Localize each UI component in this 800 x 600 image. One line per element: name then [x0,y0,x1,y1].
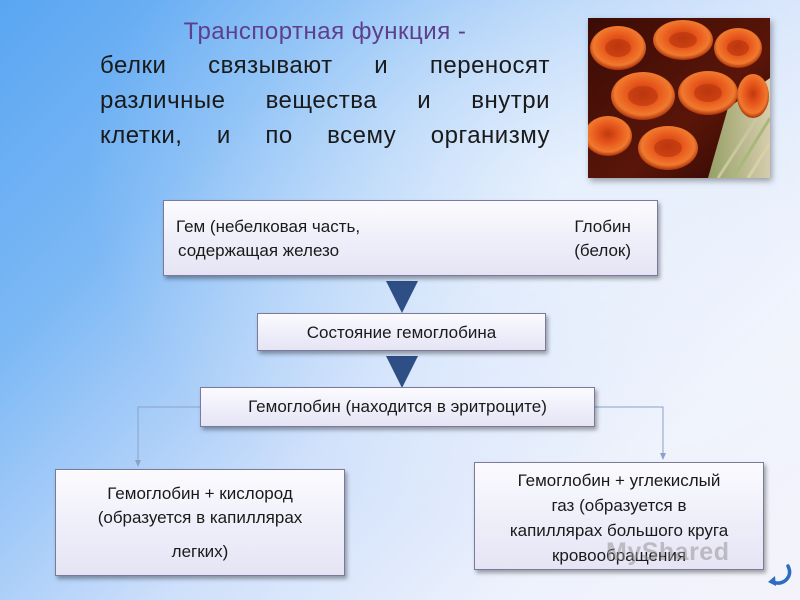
title-body-line-2: различные вещества и внутри [100,87,550,114]
blood-cells-illustration [588,18,770,178]
co2-line-3: капиллярах большого круга [509,521,729,540]
o2-line-3: легких) [171,542,229,561]
hemoglobin-erythrocyte-box: Гемоглобин (находится в эритроците) [200,387,595,427]
title-heading: Транспортная функция - [183,18,467,45]
title-body: белки связывают и переносят различные ве… [100,48,550,153]
globin-label: Глобин (белок) [574,215,631,263]
slide-title: Транспортная функция - белки связывают и… [100,18,550,153]
gem-label: Гем (небелковая часть, содержащая железо [176,215,360,263]
globin-label-line-2: (белок) [574,241,631,260]
hemoglobin-co2-box: Гемоглобин + углекислый газ (образуется … [474,462,764,570]
gem-label-line-1: Гем (небелковая часть, [176,217,361,236]
title-body-line-3: клетки, и по всему организму [100,122,550,149]
o2-line-1: Гемоглобин + кислород [107,484,293,503]
gem-globin-box: Гем (небелковая часть, содержащая железо… [163,200,658,276]
back-arrow-icon[interactable] [764,560,794,590]
hemoglobin-state-box: Состояние гемоглобина [257,313,546,351]
gem-label-line-2: содержащая железо [178,241,340,260]
red-blood-cells-photo [588,18,770,178]
o2-line-2: (образуется в капиллярах [97,508,303,527]
co2-line-2: газ (образуется в [551,496,687,515]
watermark: MyShared [606,538,730,566]
co2-line-4: кровообращения [551,546,687,565]
hemoglobin-oxygen-box: Гемоглобин + кислород (образуется в капи… [55,469,345,576]
co2-line-1: Гемоглобин + углекислый [517,471,721,490]
title-body-line-1: белки связывают и переносят [100,52,550,79]
globin-label-line-1: Глобин [574,217,631,236]
